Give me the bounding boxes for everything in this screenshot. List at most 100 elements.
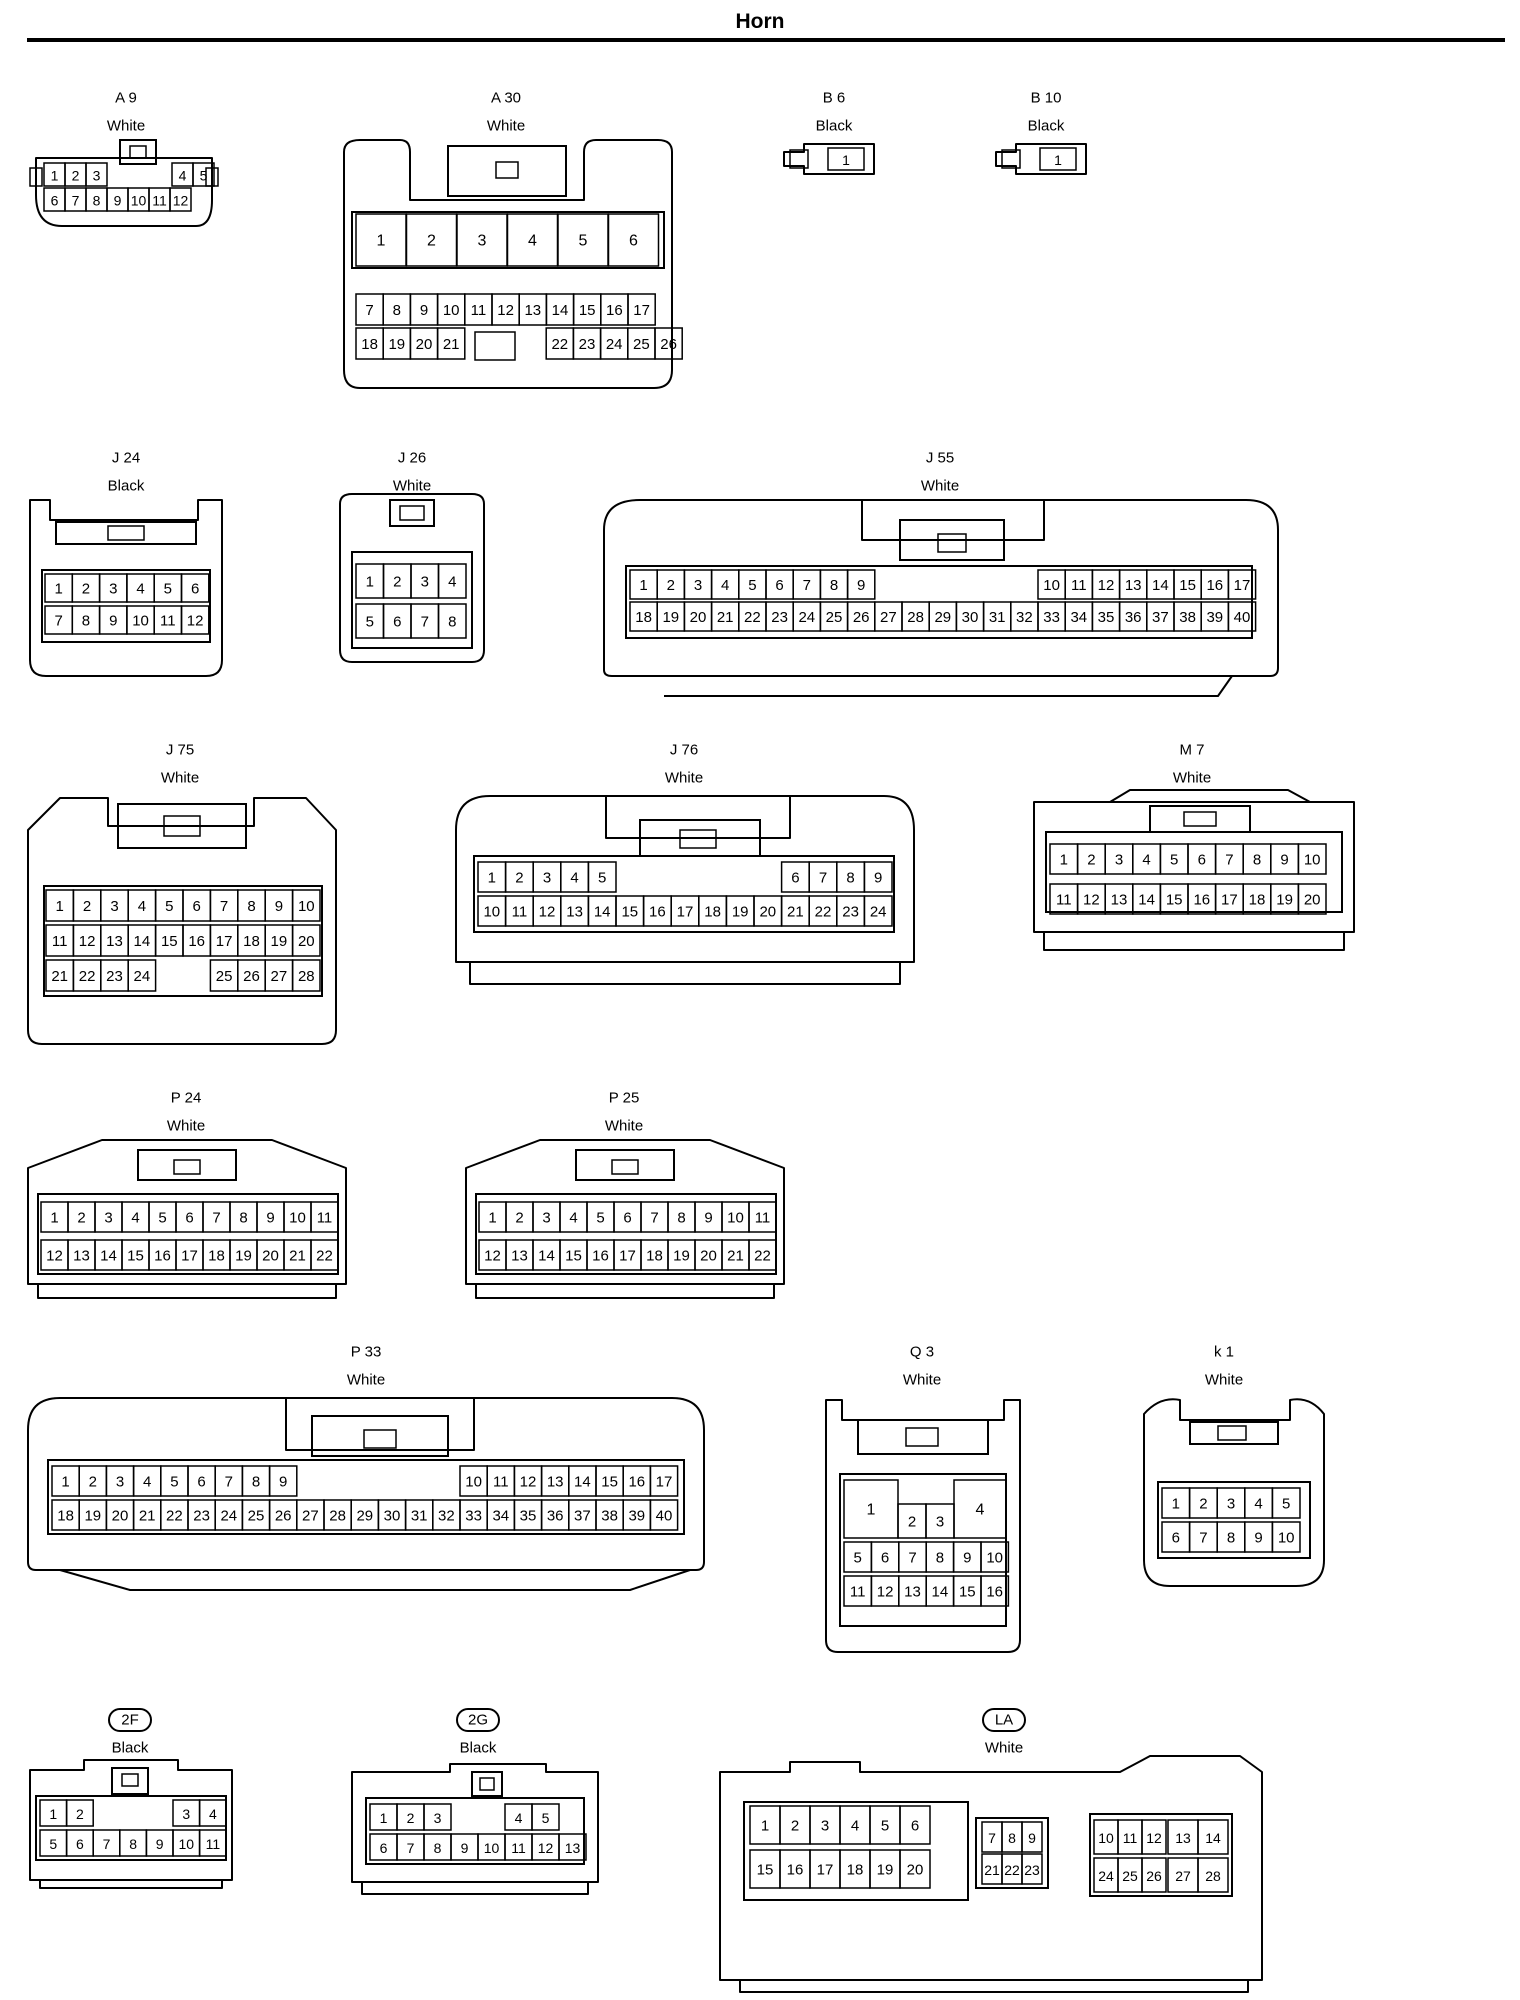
pin-cell: 8: [1216, 1521, 1246, 1553]
housing-outline: [455, 795, 915, 963]
pin-number: 16: [787, 1862, 804, 1879]
pin-number: 5: [748, 577, 756, 594]
pin-box: [1021, 1821, 1043, 1853]
pin-cell: 13: [67, 1239, 96, 1271]
pin-block: [1089, 1813, 1233, 1897]
pin-number: 8: [393, 302, 401, 319]
pin-number: 5: [158, 1210, 166, 1227]
pin-number: 6: [193, 898, 201, 915]
pin-cell: 9: [694, 1201, 723, 1233]
connector-id-badge: [982, 1708, 1026, 1732]
pin-cell: 4: [127, 889, 157, 922]
pin-number: 18: [57, 1508, 74, 1525]
pin-number: 5: [579, 233, 588, 250]
pin-cell: 7: [410, 603, 440, 639]
connector-id: LA: [995, 1712, 1013, 1729]
connector-id: J 26: [398, 450, 426, 467]
pin-number: 16: [188, 933, 205, 950]
pin-number: 1: [54, 581, 62, 598]
pin-number: 17: [656, 1474, 673, 1491]
pin-cell: 3: [94, 1201, 123, 1233]
pin-cell: 4: [710, 569, 740, 600]
pin-number: 11: [52, 933, 68, 950]
pin-number: 33: [465, 1508, 482, 1525]
pin-cell: 35: [1091, 601, 1121, 632]
pin-number: 8: [846, 870, 854, 887]
key-slot: [474, 331, 516, 361]
pin-number: 6: [51, 193, 59, 209]
pin-cell: 10: [980, 1541, 1010, 1573]
pin-number: 35: [1098, 609, 1115, 626]
pin-cell: 11: [464, 293, 493, 326]
pin-number: 10: [1043, 577, 1060, 594]
pin-cell: 10: [291, 889, 321, 922]
pin-cell: 4: [559, 1201, 588, 1233]
pin-cell: 40: [1227, 601, 1257, 632]
pin-box: [649, 1465, 679, 1497]
pin-box: [169, 187, 192, 212]
pin-cell: 2: [65, 1799, 94, 1827]
pin-number: 26: [243, 968, 260, 985]
pin-number: 8: [247, 898, 255, 915]
pin-number: 20: [298, 933, 315, 950]
pin-number: 5: [596, 1210, 604, 1227]
pin-cell: 22: [738, 601, 767, 632]
pin-block: [1045, 831, 1343, 913]
pin-block: [475, 1193, 777, 1275]
pin-cell: 2: [1188, 1487, 1218, 1519]
pin-cell: 19: [229, 1239, 258, 1271]
pin-box: [1271, 1487, 1301, 1519]
pin-cell: 6: [765, 569, 794, 600]
pin-number: 8: [252, 1474, 260, 1491]
pin-number: 7: [220, 898, 228, 915]
housing-outline: [1033, 801, 1355, 933]
pin-number: 24: [606, 336, 623, 353]
pin-number: 4: [1254, 1496, 1262, 1513]
pin-number: 14: [552, 302, 569, 319]
pin-cell: 16: [586, 1239, 615, 1271]
pin-cell: 33: [459, 1499, 488, 1531]
pin-cell: 5: [1159, 843, 1189, 875]
pin-cell: 8: [229, 1201, 258, 1233]
pin-cell: 7: [640, 1201, 669, 1233]
pin-number: 19: [673, 1248, 690, 1265]
pin-number: 1: [61, 1474, 69, 1491]
pin-box: [587, 861, 617, 893]
pin-cell: 17: [670, 895, 700, 927]
pin-cell: 24: [214, 1499, 244, 1531]
pin-number: 17: [677, 904, 694, 921]
pin-cell: 36: [1118, 601, 1148, 632]
housing-outline: [339, 493, 485, 663]
pin-number: 14: [932, 1584, 949, 1601]
pin-cell: 3: [532, 861, 562, 893]
pin-number: 24: [1098, 1868, 1114, 1884]
pin-number: 17: [619, 1248, 636, 1265]
pin-cell: 13: [1167, 1819, 1199, 1855]
pin-number: 3: [478, 233, 487, 250]
pin-cell: 3: [85, 162, 108, 187]
pin-number: 11: [471, 302, 487, 319]
pin-number: 10: [131, 193, 147, 209]
pin-cell: 19: [264, 924, 294, 957]
pin-number: 1: [842, 152, 850, 168]
pin-cell: 14: [127, 924, 157, 957]
pin-number: 8: [1008, 1830, 1016, 1846]
pin-number: 1: [366, 574, 374, 591]
pin-number: 14: [1138, 892, 1155, 909]
pin-number: 16: [154, 1248, 171, 1265]
pin-cell: 4: [504, 1803, 533, 1831]
pin-cell: 2: [71, 573, 101, 603]
pin-cell: 12: [531, 1833, 560, 1861]
pin-number: 17: [216, 933, 233, 950]
pin-cell: 15: [615, 895, 645, 927]
pin-cell: 8: [119, 1829, 148, 1857]
pin-cell: 5: [531, 1803, 560, 1831]
pin-number: 9: [704, 1210, 712, 1227]
pin-number: 9: [275, 898, 283, 915]
pin-number: 31: [411, 1508, 428, 1525]
pin-cell: 3: [1216, 1487, 1246, 1519]
pin-cell: 6: [870, 1541, 900, 1573]
pin-number: 9: [857, 577, 865, 594]
pin-cell: 31: [404, 1499, 434, 1531]
housing-outline: [29, 1759, 233, 1881]
